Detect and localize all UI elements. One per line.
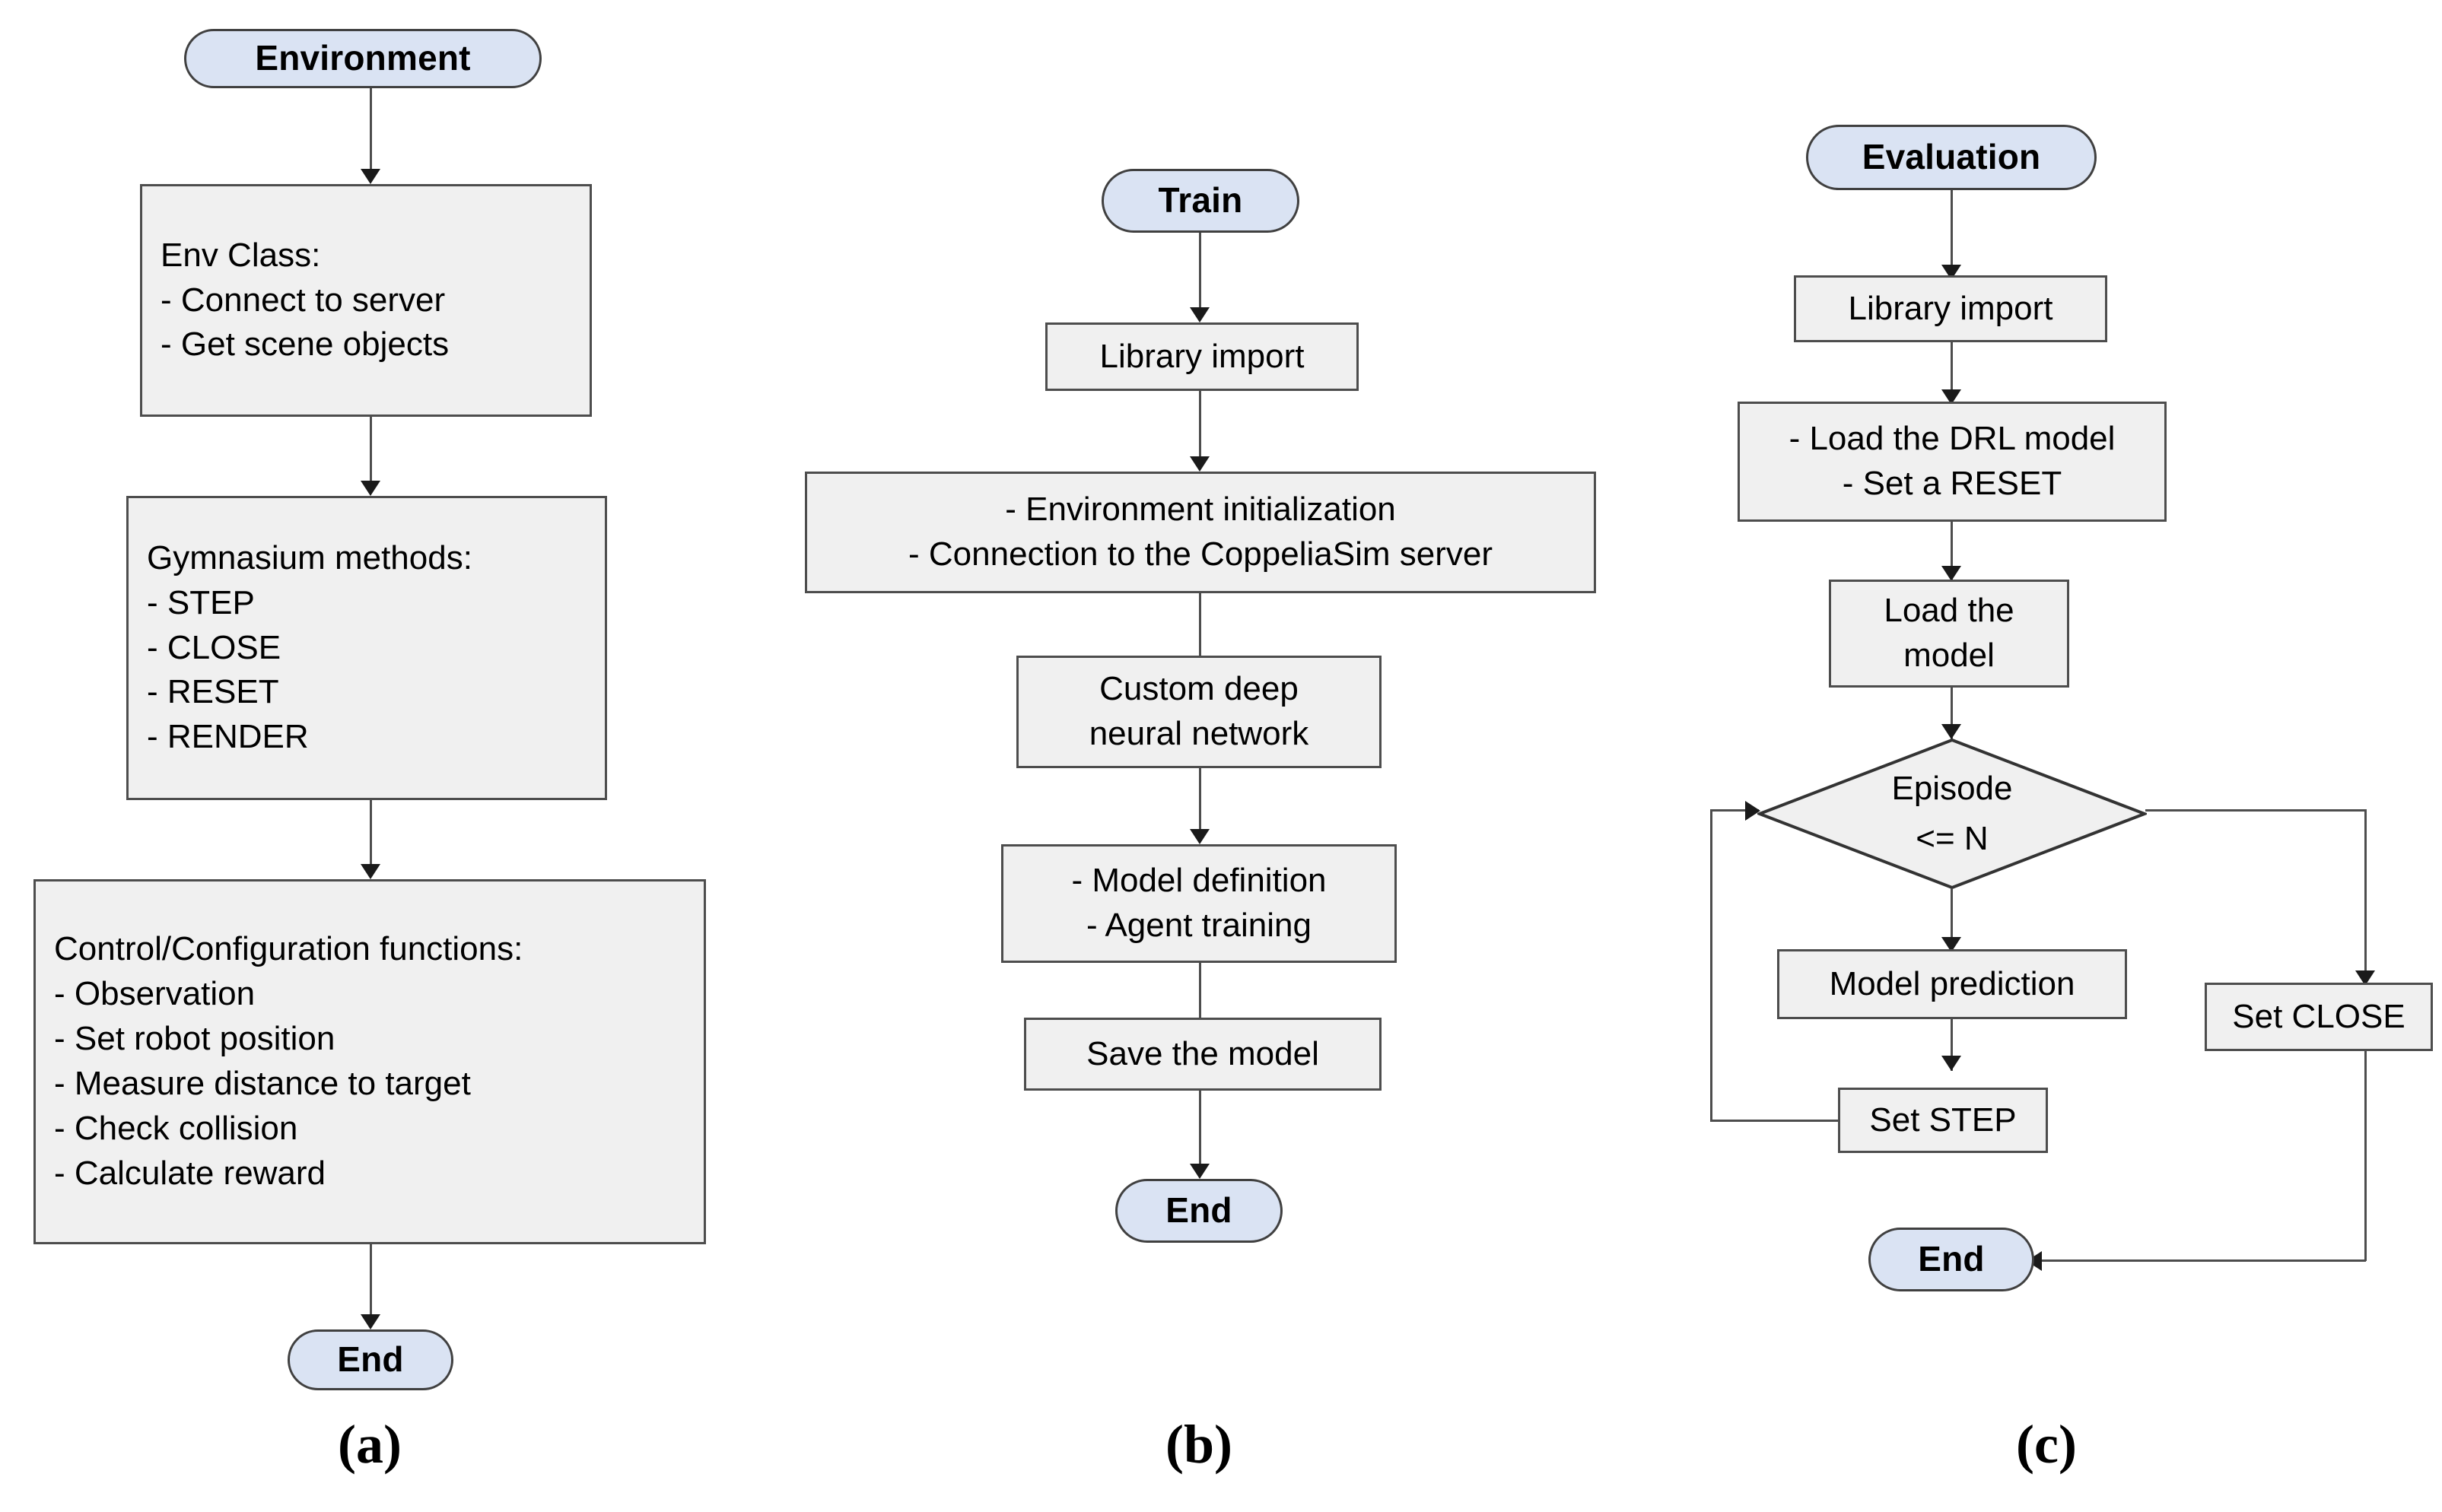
arrow-c-dec-close: [2355, 970, 2375, 986]
caption-panel-c: (c): [2016, 1414, 2077, 1475]
node-c-close[interactable]: Set CLOSE: [2205, 983, 2433, 1051]
node-a-ctrl[interactable]: Control/Configuration functions: - Obser…: [33, 879, 706, 1244]
edge-b-dnn-model: [1199, 768, 1201, 838]
node-a-end[interactable]: End: [288, 1329, 453, 1390]
edge-c-lib-load: [1951, 342, 1953, 405]
edge-c-load-loadm: [1951, 522, 1953, 581]
edge-c-step-loop-h: [1710, 1120, 1839, 1122]
node-b-init[interactable]: - Environment initialization - Connectio…: [805, 472, 1596, 593]
edge-a-gym-ctrl: [370, 800, 372, 875]
arrow-b-start-lib: [1190, 307, 1210, 322]
node-c-start[interactable]: Evaluation: [1806, 125, 2097, 190]
node-b-end[interactable]: End: [1115, 1179, 1283, 1243]
node-a-gym[interactable]: Gymnasium methods: - STEP - CLOSE - RESE…: [126, 496, 607, 800]
edge-c-pred-step: [1951, 1019, 1953, 1071]
node-b-save[interactable]: Save the model: [1024, 1018, 1382, 1091]
node-a-env[interactable]: Env Class: - Connect to server - Get sce…: [140, 184, 592, 417]
node-b-lib[interactable]: Library import: [1045, 322, 1359, 391]
arrow-b-save-end: [1190, 1164, 1210, 1179]
edge-a-start-env: [370, 88, 372, 178]
arrow-c-lib-load: [1941, 389, 1961, 405]
arrow-a-start-env: [361, 169, 380, 184]
edge-a-ctrl-end: [370, 1244, 372, 1325]
node-c-load[interactable]: - Load the DRL model - Set a RESET: [1738, 402, 2167, 522]
node-c-pred[interactable]: Model prediction: [1777, 949, 2127, 1019]
edge-c-dec-close-v: [2364, 809, 2367, 986]
edge-b-init-dnn: [1199, 593, 1201, 666]
node-b-model[interactable]: - Model definition - Agent training: [1001, 844, 1397, 963]
edge-b-save-end: [1199, 1091, 1201, 1174]
arrow-c-loadm-dec: [1941, 724, 1961, 739]
caption-panel-a: (a): [338, 1414, 402, 1475]
node-b-start[interactable]: Train: [1102, 169, 1299, 233]
edge-c-dec-pred: [1951, 888, 1953, 952]
edge-b-lib-init: [1199, 391, 1201, 467]
arrow-c-load-loadm: [1941, 566, 1961, 581]
node-c-loadm[interactable]: Load the model: [1829, 580, 2069, 688]
arrow-c-loop-decision: [1745, 801, 1760, 821]
caption-panel-b: (b): [1165, 1414, 1232, 1475]
diamond-shape: [1757, 738, 2147, 890]
node-c-step[interactable]: Set STEP: [1838, 1088, 2048, 1153]
edge-b-start-lib: [1199, 233, 1201, 316]
node-c-end[interactable]: End: [1868, 1228, 2034, 1291]
edge-c-start-lib: [1951, 190, 1953, 274]
arrow-c-pred-step: [1941, 1056, 1961, 1071]
arrow-b-dnn-model: [1190, 829, 1210, 844]
edge-c-loop-to-decision: [1710, 809, 1759, 812]
arrow-c-dec-pred: [1941, 937, 1961, 952]
node-c-decision-label: Episode <= N: [1891, 770, 2013, 857]
arrow-a-gym-ctrl: [361, 864, 380, 879]
edge-c-dec-close-h: [2145, 809, 2366, 812]
edge-c-step-loop-v: [1710, 809, 1712, 1121]
node-a-start[interactable]: Environment: [184, 29, 542, 88]
arrow-b-lib-init: [1190, 456, 1210, 472]
edge-b-model-save: [1199, 963, 1201, 1028]
edge-c-close-end-h: [2042, 1259, 2366, 1262]
edge-a-env-gym: [370, 417, 372, 490]
arrow-a-ctrl-end: [361, 1314, 380, 1329]
node-c-decision[interactable]: Episode <= N: [1757, 738, 2147, 890]
node-c-lib[interactable]: Library import: [1794, 275, 2107, 342]
arrow-a-env-gym: [361, 481, 380, 496]
edge-c-loadm-dec: [1951, 688, 1953, 741]
edge-c-close-end-v: [2364, 1051, 2367, 1261]
node-b-dnn[interactable]: Custom deep neural network: [1016, 656, 1382, 768]
